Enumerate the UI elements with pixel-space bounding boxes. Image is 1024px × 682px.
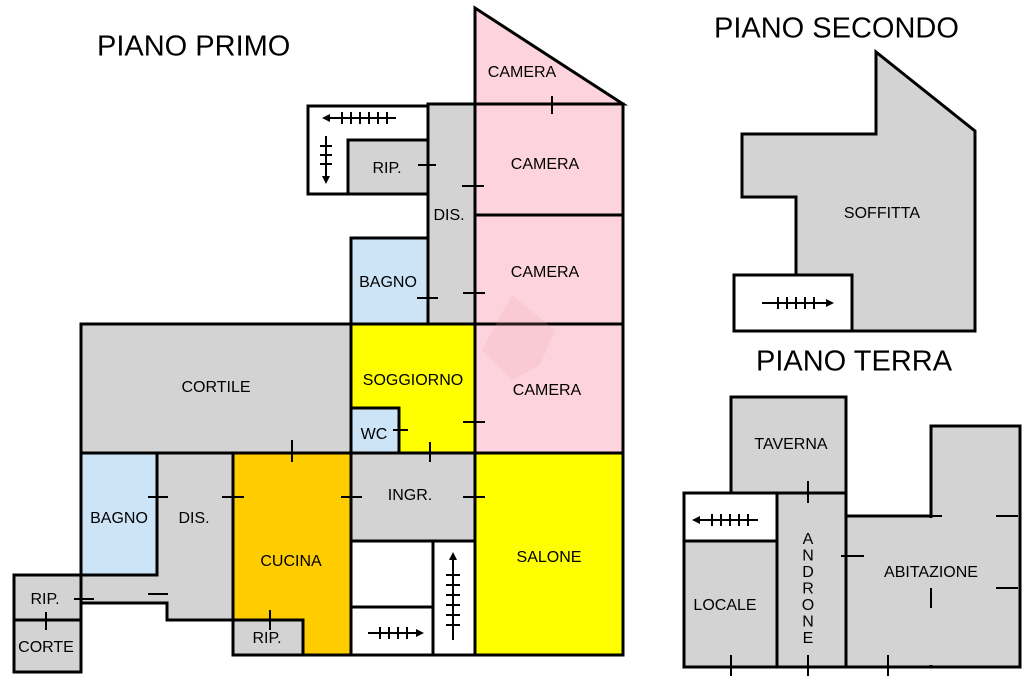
androne-letter: O	[802, 597, 814, 614]
title-piano-terra: PIANO TERRA	[756, 346, 953, 378]
title-piano-secondo: PIANO SECONDO	[714, 13, 959, 45]
stair-well-2	[349, 605, 435, 657]
label-camera-top: CAMERA	[488, 64, 557, 81]
label-dis-left: DIS.	[178, 510, 209, 527]
room-rip-left	[12, 573, 83, 674]
room-bagno-left	[79, 451, 159, 577]
stairs-arrow-icon	[368, 627, 424, 639]
door-marks-terra	[730, 481, 1018, 676]
stair-well-1	[349, 539, 435, 609]
label-camera-3: CAMERA	[513, 382, 582, 399]
androne-letter: D	[802, 564, 814, 581]
piano-terra	[682, 395, 1022, 676]
label-locale: LOCALE	[693, 597, 756, 614]
title-piano-primo: PIANO PRIMO	[97, 31, 290, 63]
room-androne	[775, 491, 848, 669]
stairs-arrow-icon	[762, 297, 834, 309]
label-bagno-left: BAGNO	[90, 510, 148, 527]
room-camera-top	[473, 5, 629, 106]
label-taverna: TAVERNA	[754, 436, 828, 453]
label-ingr: INGR.	[388, 487, 432, 504]
androne-letter: N	[802, 614, 814, 631]
room-abitazione-tower	[929, 424, 1022, 669]
label-rip-left: RIP.	[30, 591, 59, 608]
label-dis-top: DIS.	[433, 207, 464, 224]
label-rip-bottom: RIP.	[252, 630, 281, 647]
label-soggiorno: SOGGIORNO	[363, 372, 463, 389]
label-wc: WC	[361, 426, 388, 443]
label-camera-1: CAMERA	[511, 156, 580, 173]
stairs-arrow-icon	[446, 552, 460, 640]
piano-secondo	[732, 48, 977, 333]
door-marks-primo	[45, 96, 553, 630]
label-soffitta: SOFFITTA	[844, 205, 920, 222]
label-camera-2: CAMERA	[511, 264, 580, 281]
room-cortile	[79, 322, 353, 455]
label-abitazione: ABITAZIONE	[884, 564, 978, 581]
room-bagno-top	[349, 236, 430, 326]
piano-primo	[12, 5, 629, 674]
room-dis-top	[426, 102, 477, 326]
room-rip-bottom	[231, 618, 305, 657]
androne-letter: E	[803, 630, 814, 647]
label-bagno-top: BAGNO	[359, 274, 417, 291]
room-salone	[473, 451, 625, 657]
label-rip-top: RIP.	[372, 160, 401, 177]
room-camera-1	[473, 102, 625, 217]
label-salone: SALONE	[517, 549, 582, 566]
label-cucina: CUCINA	[260, 553, 322, 570]
room-camera-2	[473, 213, 625, 326]
androne-letter: N	[802, 548, 814, 565]
room-camera-3	[473, 322, 625, 455]
label-cortile: CORTILE	[181, 379, 250, 396]
room-taverna	[729, 395, 848, 495]
androne-letter: R	[802, 581, 814, 598]
stairs-arrow-icon	[320, 112, 396, 184]
house-watermark-icon	[482, 295, 555, 380]
label-corte: CORTE	[18, 639, 74, 656]
stairs-arrow-icon	[692, 514, 758, 526]
androne-letter: A	[803, 531, 814, 548]
